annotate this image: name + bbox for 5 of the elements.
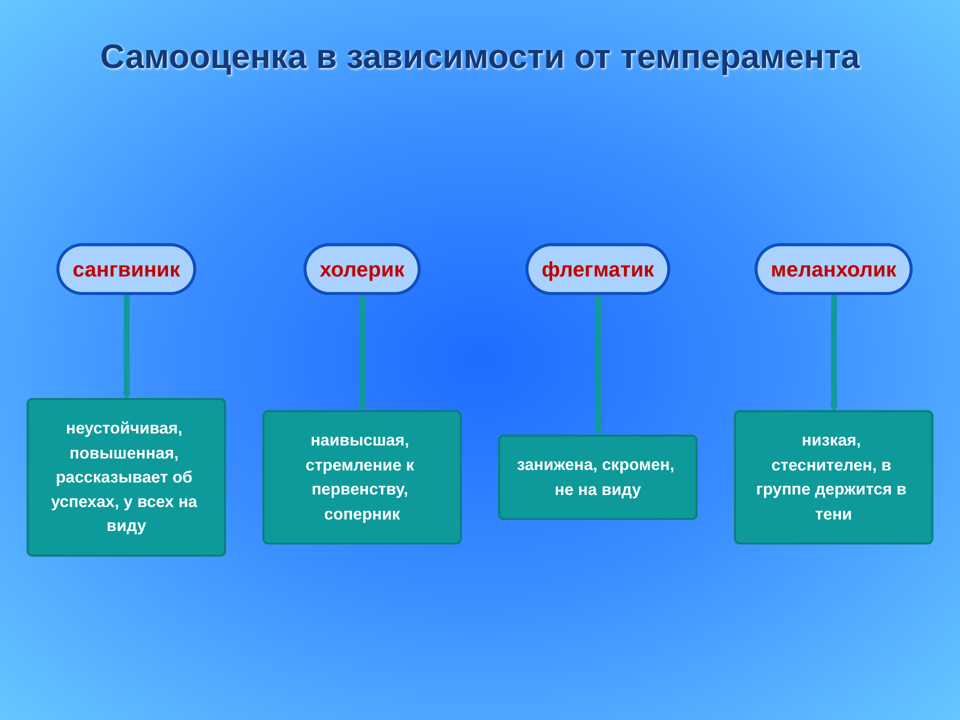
arrow: [830, 294, 838, 412]
arrow: [594, 294, 603, 436]
arrow: [358, 294, 367, 412]
diagram-title: Самооценка в зависимости от темперамента: [99, 38, 861, 77]
arrow: [122, 294, 131, 400]
